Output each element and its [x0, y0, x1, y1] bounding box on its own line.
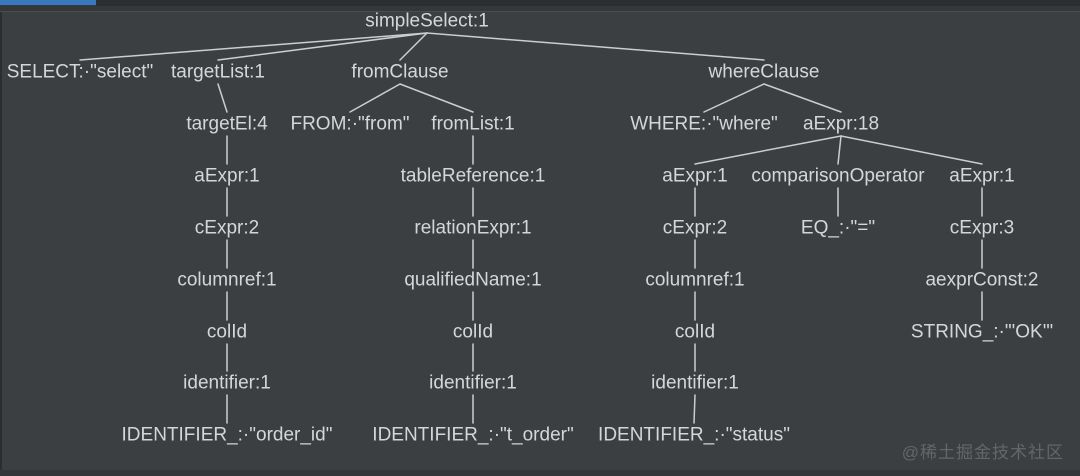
tree-node[interactable]: aExpr:1	[662, 165, 728, 187]
tree-node[interactable]: aexprConst:2	[925, 269, 1039, 291]
watermark: @稀土掘金技术社区	[901, 443, 1064, 462]
tree-edge	[217, 32, 428, 61]
tree-node[interactable]: STRING_:·"'OK'"	[910, 321, 1054, 343]
top-seam-line	[0, 11, 1080, 12]
window-top-strip	[0, 0, 1080, 12]
tree-edge	[693, 394, 696, 424]
active-tab-accent-bar[interactable]	[0, 0, 96, 5]
tree-node[interactable]: IDENTIFIER_:·"order_id"	[121, 424, 333, 446]
tree-node[interactable]: IDENTIFIER_:·"t_order"	[372, 424, 574, 446]
tree-node[interactable]: fromClause	[351, 61, 449, 83]
tree-node[interactable]: comparisonOperator	[751, 165, 925, 187]
tree-node[interactable]: colId	[206, 321, 248, 343]
tree-node[interactable]: cExpr:2	[194, 217, 260, 239]
tree-node[interactable]: colId	[452, 321, 494, 343]
tree-node[interactable]: aExpr:1	[194, 165, 260, 187]
tree-node[interactable]: aExpr:1	[949, 165, 1015, 187]
tree-node[interactable]: relationExpr:1	[414, 217, 532, 239]
tree-edge	[694, 135, 842, 165]
tree-node[interactable]: cExpr:3	[949, 217, 1015, 239]
tree-edge	[399, 32, 428, 61]
tree-edge	[79, 32, 428, 61]
tree-node[interactable]: simpleSelect:1	[365, 10, 489, 32]
tree-node[interactable]: tableReference:1	[400, 165, 546, 187]
top-strip-dark-segment	[96, 0, 1080, 6]
bottom-panel-border	[0, 470, 1080, 476]
tree-node[interactable]: identifier:1	[429, 372, 517, 394]
tree-node[interactable]: EQ_:·"="	[800, 217, 876, 239]
tree-node[interactable]: aExpr:18	[802, 113, 880, 135]
tree-edge	[399, 83, 474, 113]
tree-node[interactable]: columnref:1	[645, 269, 745, 291]
tree-edge	[837, 135, 842, 165]
tree-node[interactable]: FROM:·"from"	[290, 113, 410, 135]
tree-node[interactable]: columnref:1	[177, 269, 277, 291]
tree-node[interactable]: colId	[674, 321, 716, 343]
tree-edge	[217, 83, 228, 113]
tree-node[interactable]: fromList:1	[431, 113, 515, 135]
tree-node[interactable]: targetEl:4	[186, 113, 268, 135]
tree-edge	[703, 83, 765, 113]
tree-edge	[349, 83, 401, 113]
tree-edge	[763, 83, 842, 113]
tree-edge	[840, 135, 983, 165]
tree-node[interactable]: identifier:1	[651, 372, 739, 394]
tree-node[interactable]: qualifiedName:1	[404, 269, 542, 291]
tree-node[interactable]: SELECT:·"select"	[6, 61, 154, 83]
tree-node[interactable]: targetList:1	[171, 61, 265, 83]
tree-node[interactable]: cExpr:2	[662, 217, 728, 239]
tree-node[interactable]: whereClause	[708, 61, 820, 83]
left-panel-border	[0, 12, 2, 476]
tree-edge	[426, 32, 765, 61]
tree-node[interactable]: IDENTIFIER_:·"status"	[598, 424, 790, 446]
tree-node[interactable]: WHERE:·"where"	[630, 113, 778, 135]
tree-node[interactable]: identifier:1	[183, 372, 271, 394]
